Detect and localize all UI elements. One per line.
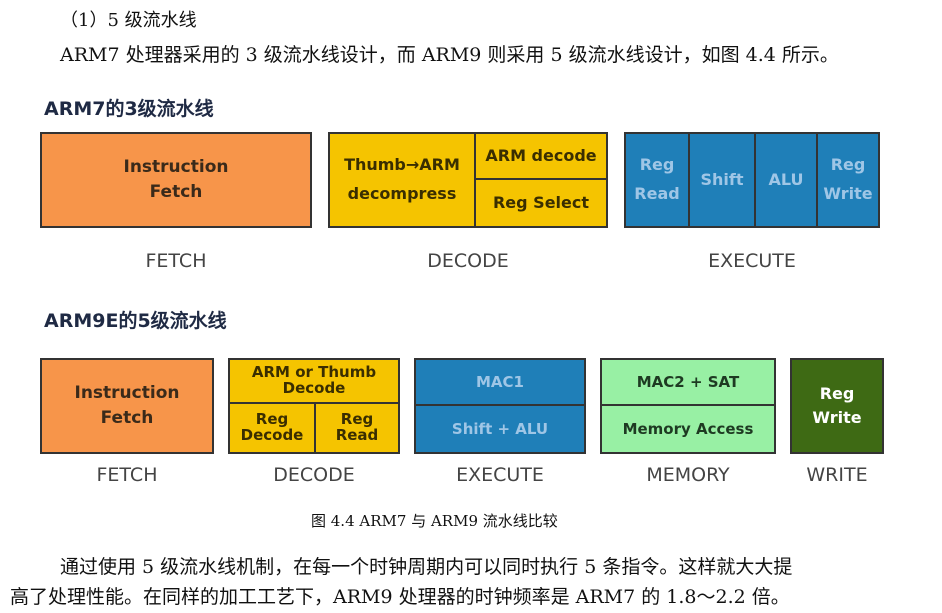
arm7-exec-reg-read-line2: Read <box>634 184 680 203</box>
arm7-stage-execute: EXECUTE <box>708 250 796 272</box>
arm7-stage-fetch: FETCH <box>145 250 207 272</box>
arm7-fetch-line2: Fetch <box>149 182 203 202</box>
arm7-decode-thumb-line2: decompress <box>347 184 457 203</box>
arm7-exec-reg-read-line1: Reg <box>639 155 675 175</box>
arm9-fetch-box: Instruction Fetch <box>40 358 214 454</box>
arm9-stage-memory: MEMORY <box>646 464 730 486</box>
arm9-decode-top-line2: Decode <box>282 379 346 397</box>
arm7-decode-thumb-line1: Thumb→ARM <box>344 155 460 175</box>
body-paragraph-line1: 通过使用 5 级流水线机制，在每一个时钟周期内可以同时执行 5 条指令。这样就大… <box>60 556 793 578</box>
section-heading: （1）5 级流水线 <box>60 10 197 31</box>
arm9-fetch-line1: Instruction <box>74 382 180 403</box>
arm9-stage-decode: DECODE <box>273 464 355 486</box>
arm9-decode-box: ARM or Thumb Decode Reg Decode Reg Read <box>228 358 400 454</box>
arm7-execute-box: Reg Read Shift ALU Reg Write <box>624 132 880 228</box>
arm9-stage-execute: EXECUTE <box>456 464 544 486</box>
arm9-write-line1: Reg <box>819 384 855 403</box>
arm7-pipeline-title: ARM7的3级流水线 <box>44 98 214 120</box>
intro-paragraph: ARM7 处理器采用的 3 级流水线设计，而 ARM9 则采用 5 级流水线设计… <box>60 44 839 66</box>
arm9-fetch-line2: Fetch <box>100 408 154 428</box>
pipeline-figure: ARM7的3级流水线 Instruction Fetch Thumb→ARM d… <box>32 86 900 498</box>
arm9-memory-access-cell: Memory Access <box>622 420 754 438</box>
arm7-exec-shift-cell: Shift <box>690 134 756 226</box>
arm7-exec-reg-write-line1: Reg <box>830 155 866 175</box>
arm9-execute-mac1-cell: MAC1 <box>416 360 584 406</box>
arm7-decode-arm-cell: ARM decode <box>476 134 606 180</box>
arm7-exec-reg-write-line2: Write <box>823 184 873 203</box>
arm7-exec-reg-write-cell: Reg Write <box>818 134 878 226</box>
arm7-fetch-box: Instruction Fetch <box>40 132 312 228</box>
arm9-write-box: Reg Write <box>790 358 884 454</box>
arm9-memory-box: MAC2 + SAT Memory Access <box>600 358 776 454</box>
arm9-decode-reg-read-line1: Reg <box>340 410 374 429</box>
figure-caption: 图 4.4 ARM7 与 ARM9 流水线比较 <box>311 512 558 530</box>
arm7-stage-decode: DECODE <box>427 250 509 272</box>
arm9-decode-reg-decode-line1: Reg <box>255 410 289 429</box>
arm9-stage-fetch: FETCH <box>96 464 158 486</box>
body-paragraph-line2: 高了处理性能。在同样的加工工艺下，ARM9 处理器的时钟频率是 ARM7 的 1… <box>10 586 790 608</box>
arm9-pipeline-title: ARM9E的5级流水线 <box>44 310 227 332</box>
arm7-exec-reg-read-cell: Reg Read <box>626 134 690 226</box>
arm9-decode-reg-decode-line2: Decode <box>240 426 304 444</box>
arm7-decode-box: Thumb→ARM decompress ARM decode Reg Sele… <box>328 132 608 228</box>
arm7-fetch-line1: Instruction <box>123 156 229 177</box>
arm9-write-line2: Write <box>812 408 862 427</box>
arm7-decode-reg-cell: Reg Select <box>492 193 590 213</box>
arm9-decode-reg-read-cell: Reg Read <box>316 404 398 452</box>
arm9-decode-top-line1: ARM or Thumb <box>251 363 377 382</box>
arm9-decode-reg-decode-cell: Reg Decode <box>230 404 316 452</box>
arm9-execute-box: MAC1 Shift + ALU <box>414 358 586 454</box>
arm9-stage-write: WRITE <box>806 464 868 486</box>
arm7-exec-alu-cell: ALU <box>756 134 818 226</box>
arm9-execute-shift-alu-cell: Shift + ALU <box>451 420 549 438</box>
arm9-decode-top-cell: ARM or Thumb Decode <box>230 360 398 404</box>
arm7-decode-thumb-cell: Thumb→ARM decompress <box>330 134 476 226</box>
arm9-decode-reg-read-line2: Read <box>335 426 379 444</box>
arm9-memory-mac2-cell: MAC2 + SAT <box>602 360 774 406</box>
